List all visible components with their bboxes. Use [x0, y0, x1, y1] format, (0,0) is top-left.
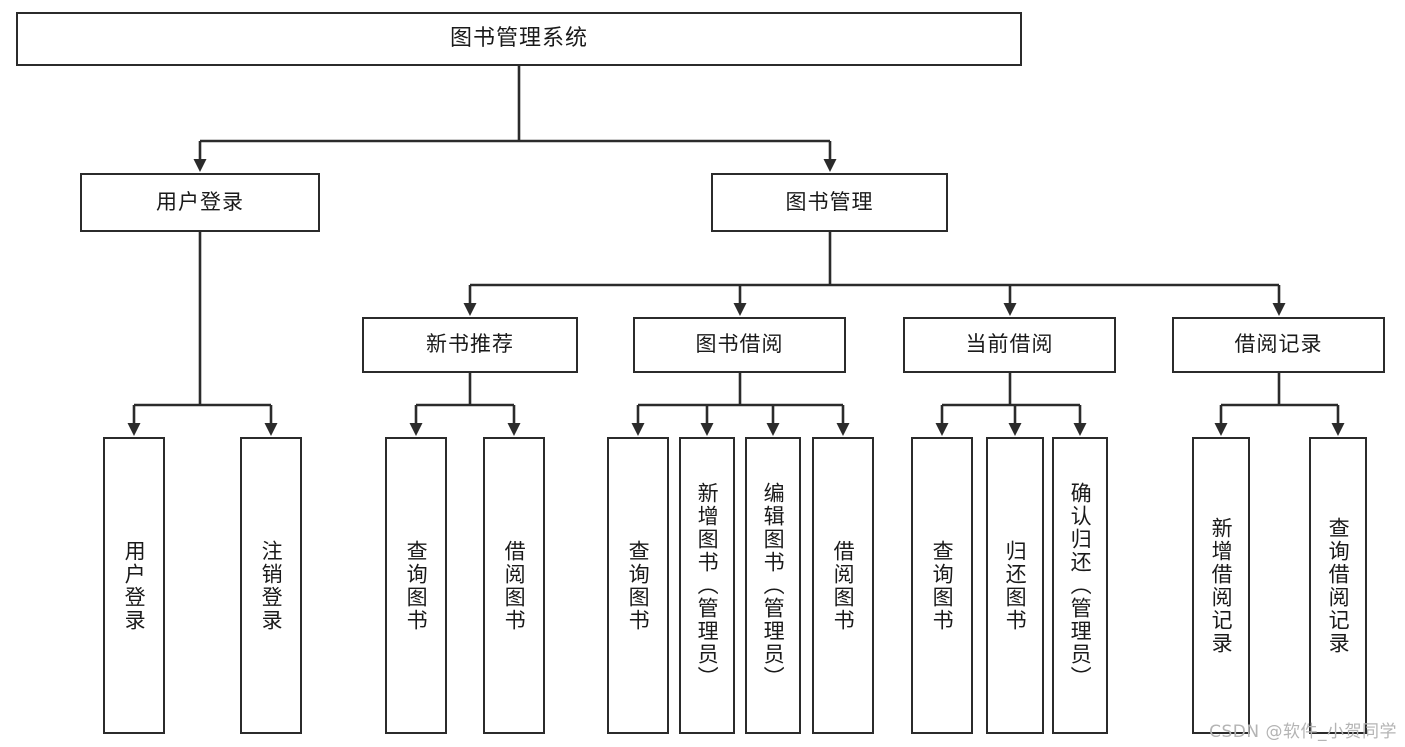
- node-book-borrow-label: 图书借阅: [695, 332, 784, 357]
- node-leaf-query-book-current[interactable]: 查询图书: [911, 437, 973, 734]
- csdn-watermark: CSDN @软件_小贺同学: [1209, 722, 1397, 742]
- node-root-label: 图书管理系统: [449, 25, 588, 51]
- node-book-management-label: 图书管理: [785, 189, 874, 214]
- node-leaf-query-book-borrow-label: 查询图书: [626, 539, 651, 632]
- node-leaf-return-book-label: 归还图书: [1003, 539, 1028, 632]
- node-root[interactable]: 图书管理系统: [16, 12, 1022, 66]
- node-leaf-user-login[interactable]: 用户登录: [103, 437, 165, 734]
- node-current-borrow[interactable]: 当前借阅: [903, 317, 1116, 373]
- node-leaf-borrow-book-recommend[interactable]: 借阅图书: [483, 437, 545, 734]
- node-leaf-add-book[interactable]: 新增图书（管理员）: [679, 437, 735, 734]
- node-leaf-query-book-recommend-label: 查询图书: [404, 539, 429, 632]
- node-leaf-edit-book[interactable]: 编辑图书（管理员）: [745, 437, 801, 734]
- node-leaf-query-borrow-record-label: 查询借阅记录: [1326, 516, 1351, 655]
- node-borrow-record[interactable]: 借阅记录: [1172, 317, 1385, 373]
- node-leaf-return-book[interactable]: 归还图书: [986, 437, 1044, 734]
- node-leaf-edit-book-label: 编辑图书（管理员）: [761, 482, 786, 689]
- node-leaf-add-borrow-record[interactable]: 新增借阅记录: [1192, 437, 1250, 734]
- node-leaf-query-book-borrow[interactable]: 查询图书: [607, 437, 669, 734]
- node-leaf-confirm-return[interactable]: 确认归还（管理员）: [1052, 437, 1108, 734]
- node-leaf-query-book-recommend[interactable]: 查询图书: [385, 437, 447, 734]
- node-leaf-add-book-label: 新增图书（管理员）: [695, 482, 720, 689]
- node-leaf-query-book-current-label: 查询图书: [930, 539, 955, 632]
- node-current-borrow-label: 当前借阅: [965, 332, 1054, 357]
- node-user-login[interactable]: 用户登录: [80, 173, 320, 232]
- node-leaf-query-borrow-record[interactable]: 查询借阅记录: [1309, 437, 1367, 734]
- node-leaf-user-login-label: 用户登录: [122, 539, 147, 632]
- node-leaf-logout-label: 注销登录: [259, 539, 284, 632]
- node-leaf-borrow-book-recommend-label: 借阅图书: [502, 539, 527, 632]
- node-leaf-logout[interactable]: 注销登录: [240, 437, 302, 734]
- node-borrow-record-label: 借阅记录: [1234, 332, 1323, 357]
- node-book-borrow[interactable]: 图书借阅: [633, 317, 846, 373]
- node-leaf-add-borrow-record-label: 新增借阅记录: [1209, 516, 1234, 655]
- node-leaf-confirm-return-label: 确认归还（管理员）: [1068, 482, 1093, 689]
- node-new-book-recommend[interactable]: 新书推荐: [362, 317, 578, 373]
- node-book-management[interactable]: 图书管理: [711, 173, 948, 232]
- node-leaf-borrow-book[interactable]: 借阅图书: [812, 437, 874, 734]
- node-leaf-borrow-book-label: 借阅图书: [831, 539, 856, 632]
- node-new-book-recommend-label: 新书推荐: [426, 332, 514, 357]
- node-user-login-label: 用户登录: [156, 189, 244, 214]
